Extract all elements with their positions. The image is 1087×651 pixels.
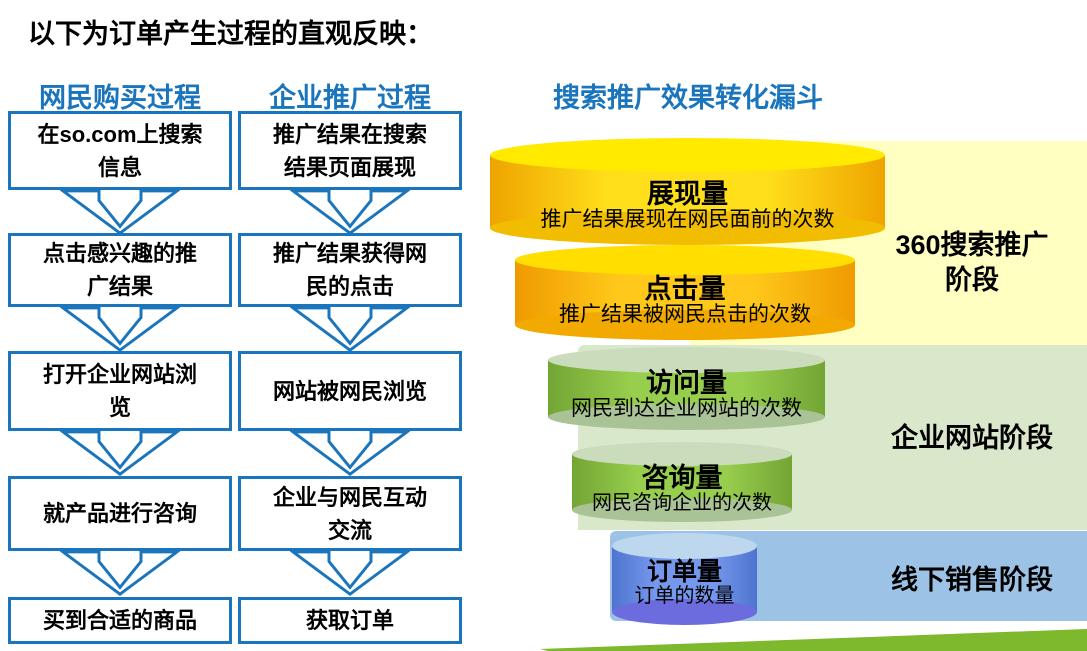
cylinder-bottom-rim xyxy=(515,310,855,340)
funnel-stage-desc: 订单的数量 xyxy=(634,585,735,608)
cylinder-bottom-rim xyxy=(490,211,885,245)
phase-label-offline: 线下销售阶段 xyxy=(891,565,1053,595)
funnel-title: 搜索推广效果转化漏斗 xyxy=(553,83,823,113)
down-arrow-icon xyxy=(290,550,410,596)
column-header-promo-process: 企业推广过程 xyxy=(269,83,431,113)
flow-step-result-displayed: 推广结果在搜索 结果页面展现 xyxy=(238,111,462,190)
funnel-stage-inquiries: 咨询量 网民咨询企业的次数 xyxy=(572,442,792,522)
funnel-stage-desc: 网民到达企业网站的次数 xyxy=(571,397,802,421)
funnel-stage-title: 访问量 xyxy=(646,368,727,398)
cylinder-top-ellipse xyxy=(548,347,825,373)
flow-step-consult-product: 就产品进行咨询 xyxy=(8,476,232,551)
phase-label-search: 360搜索推广 阶段 xyxy=(895,230,1049,295)
down-arrow-icon xyxy=(290,189,410,235)
cylinder-top-ellipse xyxy=(490,138,885,172)
funnel-stage-impressions: 展现量 推广结果展现在网民面前的次数 xyxy=(490,138,885,245)
down-arrow-icon xyxy=(290,430,410,476)
funnel-stage-desc: 推广结果展现在网民面前的次数 xyxy=(540,208,835,232)
cylinder-bottom-rim xyxy=(612,599,757,625)
funnel-stage-visits: 访问量 网民到达企业网站的次数 xyxy=(548,347,825,430)
flow-step-get-order: 获取订单 xyxy=(238,597,462,644)
funnel-stage-orders: 订单量 订单的数量 xyxy=(612,533,757,625)
flow-step-site-browsed: 网站被网民浏览 xyxy=(238,351,462,431)
down-arrow-icon xyxy=(290,306,410,352)
cylinder-bottom-rim xyxy=(572,498,792,522)
flow-step-click-result: 点击感兴趣的推 广结果 xyxy=(8,233,232,307)
funnel-stage-title: 订单量 xyxy=(646,558,722,586)
down-arrow-icon xyxy=(60,430,180,476)
flow-step-open-site: 打开企业网站浏 览 xyxy=(8,351,232,431)
flow-step-buy-goods: 买到合适的商品 xyxy=(8,597,232,644)
funnel-stage-text: 展现量 推广结果展现在网民面前的次数 xyxy=(490,180,885,232)
funnel-stage-clicks: 点击量 推广结果被网民点击的次数 xyxy=(515,245,855,340)
down-arrow-icon xyxy=(60,306,180,352)
funnel-stage-text: 咨询量 网民咨询企业的次数 xyxy=(572,464,792,515)
funnel-stage-title: 展现量 xyxy=(647,179,728,209)
flow-step-result-clicked: 推广结果获得网 民的点击 xyxy=(238,233,462,307)
funnel-stage-text: 点击量 推广结果被网民点击的次数 xyxy=(515,275,855,327)
funnel-stage-text: 访问量 网民到达企业网站的次数 xyxy=(548,369,825,421)
funnel-stage-desc: 推广结果被网民点击的次数 xyxy=(559,303,811,327)
flow-step-search-info: 在so.com上搜索 信息 xyxy=(8,111,232,190)
funnel-stage-text: 订单量 订单的数量 xyxy=(612,559,757,608)
down-arrow-icon xyxy=(60,550,180,596)
column-header-buyer-process: 网民购买过程 xyxy=(39,83,201,113)
cylinder-top-ellipse xyxy=(515,245,855,275)
page-title: 以下为订单产生过程的直观反映： xyxy=(28,19,433,49)
flow-step-interact: 企业与网民互动 交流 xyxy=(238,476,462,551)
cylinder-top-ellipse xyxy=(612,533,757,559)
funnel-stage-title: 点击量 xyxy=(644,274,726,304)
funnel-stage-title: 咨询量 xyxy=(641,463,723,493)
cylinder-bottom-rim xyxy=(548,404,825,430)
down-arrow-icon xyxy=(60,189,180,235)
funnel-stage-desc: 网民咨询企业的次数 xyxy=(592,492,772,515)
cylinder-top-ellipse xyxy=(572,442,792,466)
phase-label-website: 企业网站阶段 xyxy=(891,423,1053,453)
